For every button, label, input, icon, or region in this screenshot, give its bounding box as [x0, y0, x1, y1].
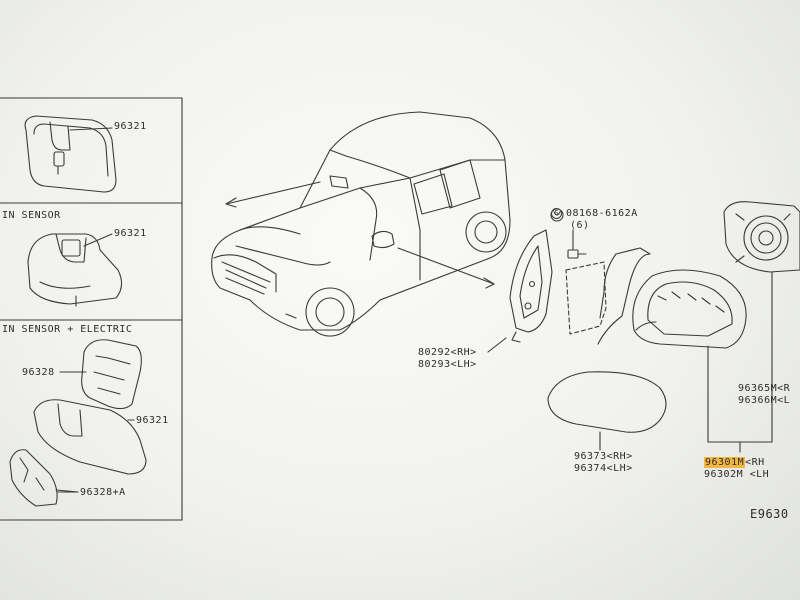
assembly-part-highlight: 96301M	[704, 457, 746, 468]
mirror-base-part	[487, 229, 553, 353]
rearview-mirror-sensor	[27, 233, 123, 307]
base-label-lh: 80293<LH>	[418, 359, 477, 370]
left-panel-frame	[0, 97, 183, 521]
cover-label-rh: 96373<RH>	[574, 451, 633, 462]
vehicle-outline	[211, 111, 511, 337]
pointer-arrows	[225, 181, 495, 289]
assembly-label-lh: 96302M <LH	[704, 469, 770, 480]
glass-label-rh: 96365M<R	[738, 383, 791, 394]
figure-id: E9630	[750, 507, 789, 521]
part-label-96328: 96328	[22, 367, 55, 378]
part-label-96321-bottom: 96321	[136, 415, 169, 426]
base-label-rh: 80292<RH>	[418, 347, 477, 358]
screw-symbol-icon: S	[551, 208, 562, 219]
screw-quantity: (6)	[570, 220, 590, 231]
part-label-96321-top: 96321	[114, 121, 147, 132]
glass-label-lh: 96366M<L	[738, 395, 791, 406]
assembly-rh-suffix: <RH	[745, 457, 765, 468]
assembly-label-rh: 96301M<RH	[704, 457, 765, 468]
left-leaders	[57, 371, 135, 493]
cover-label-lh: 96374<LH>	[574, 463, 633, 474]
rearview-mirror-basic	[24, 115, 117, 193]
rearview-mirror-electric	[9, 339, 147, 507]
mirror-glass-part	[723, 201, 800, 273]
mirror-cover-part	[547, 371, 667, 451]
part-label-96321-middle: 96321	[114, 228, 147, 239]
gasket-part	[565, 261, 607, 335]
assembly-bracket	[707, 271, 773, 453]
part-label-96328a: 96328+A	[80, 487, 126, 498]
screw-part-code: 08168-6162A	[566, 208, 638, 219]
mirror-housing-part	[597, 247, 747, 349]
panel-header-sensor-electric: IN SENSOR + ELECTRIC	[2, 324, 133, 335]
panel-header-sensor: IN SENSOR	[2, 210, 61, 221]
